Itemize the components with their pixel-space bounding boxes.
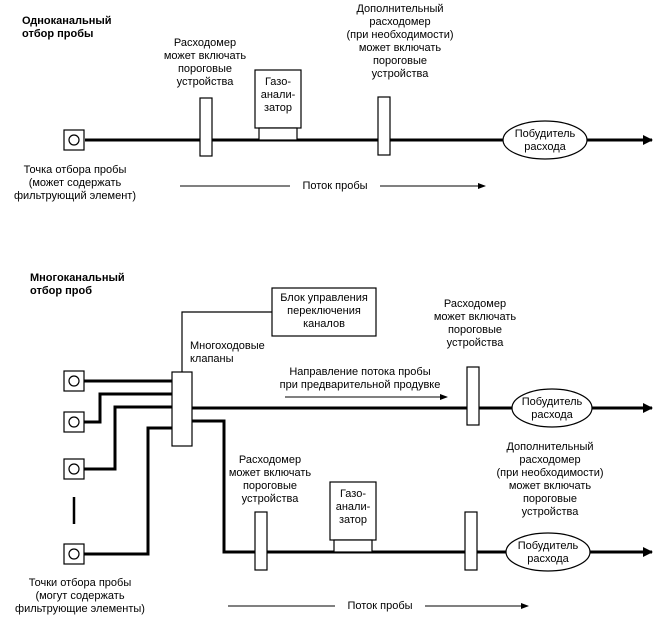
multi-sample-point-1 <box>63 370 85 392</box>
multi-bottom-pump-ellipse <box>505 532 591 572</box>
multi-channel-section <box>63 287 653 609</box>
single-gas-analyzer-label: Газо- анали- затор <box>260 76 296 114</box>
multi-sample-point-2 <box>63 411 85 433</box>
single-pump-ellipse <box>502 120 588 160</box>
multi-gas-analyzer-label: Газо- анали- затор <box>335 488 371 526</box>
single-sample-point <box>63 129 85 151</box>
control-unit-box <box>271 287 377 337</box>
valves-label: Многоходовые клапаны <box>190 340 265 365</box>
multi-extra-flowmeter-label: Дополнительный расходомер (при необходим… <box>496 441 604 518</box>
single-gas-analyzer-box <box>254 69 302 141</box>
single-flowmeter-label: Расходомер может включать пороговые устр… <box>163 37 247 88</box>
multi-title: Многоканальный отбор проб <box>30 272 125 297</box>
multi-flow-label: Поток пробы <box>347 600 413 612</box>
single-channel-section <box>63 69 653 189</box>
multi-top-flowmeter-block <box>466 366 480 426</box>
single-extra-flowmeter-block <box>377 96 391 156</box>
single-pump-label: Побудитель расхода <box>514 128 576 153</box>
multi-top-flowmeter-label: Расходомер может включать пороговые устр… <box>433 298 517 349</box>
multi-top-pump-ellipse <box>511 388 593 428</box>
multi-sample-point-3 <box>63 458 85 480</box>
multi-gas-analyzer-box <box>329 481 377 553</box>
multi-sample-lines <box>84 379 172 556</box>
single-title: Одноканальный отбор пробы <box>22 15 112 40</box>
multi-bottom-flowmeter-block <box>254 511 268 571</box>
multi-bottom-pump-label: Побудитель расхода <box>517 540 579 565</box>
multi-main-line-bottom <box>192 419 653 557</box>
single-extra-flowmeter-label: Дополнительный расходомер (при необходим… <box>346 3 454 80</box>
purge-direction-label: Направление потока пробы при предварител… <box>279 366 441 391</box>
multi-extra-flowmeter-block <box>464 511 478 571</box>
multiway-valves-block <box>171 371 193 447</box>
single-sample-point-label: Точка отбора пробы (может содержать филь… <box>13 164 137 202</box>
multi-bottom-flowmeter-label: Расходомер может включать пороговые устр… <box>228 454 312 505</box>
control-unit-label: Блок управления переключения каналов <box>280 292 368 330</box>
single-flow-label: Поток пробы <box>302 180 368 192</box>
control-unit-connector <box>181 311 272 374</box>
multi-top-pump-label: Побудитель расхода <box>521 396 583 421</box>
multi-sample-point-4 <box>63 543 85 565</box>
single-flowmeter-block <box>199 97 213 157</box>
multi-sample-points-label: Точки отбора пробы (могут содержать филь… <box>15 577 145 615</box>
